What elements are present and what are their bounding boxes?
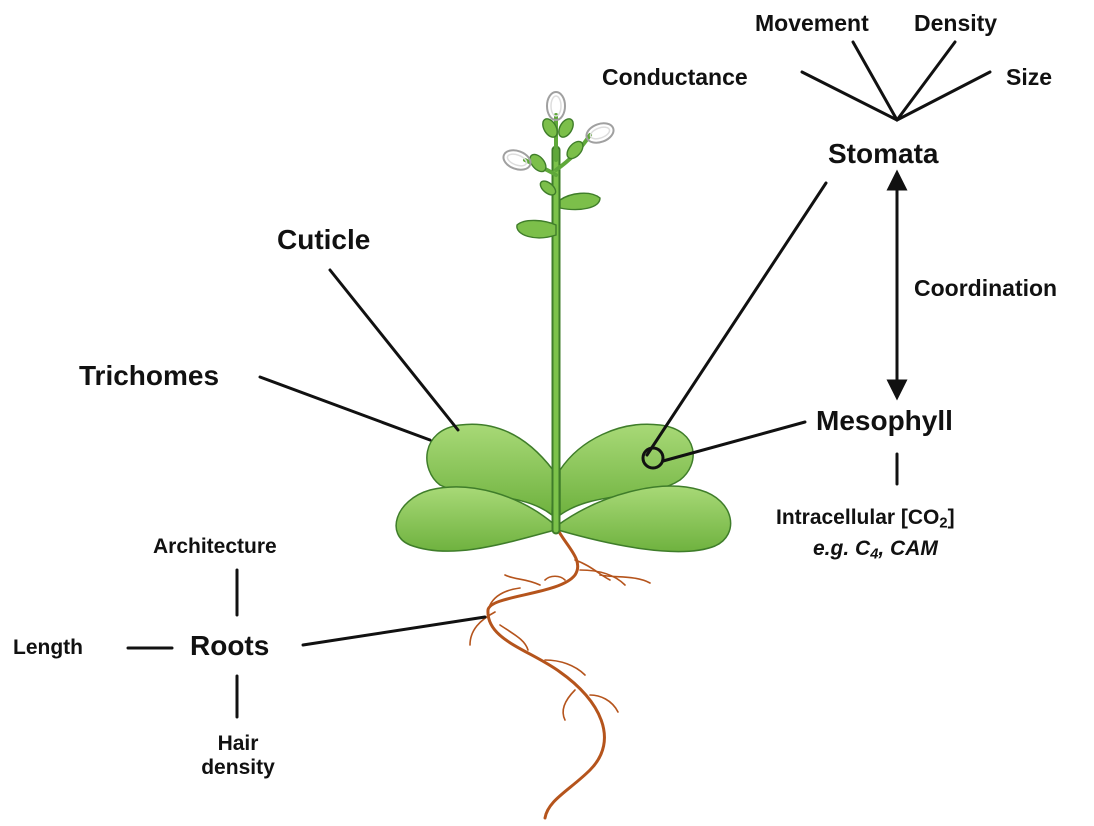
density-line: density xyxy=(200,756,276,780)
co2-subscript: 2 xyxy=(939,516,947,532)
length-label: Length xyxy=(13,636,83,660)
coordination-label: Coordination xyxy=(914,275,1057,302)
cuticle-leader xyxy=(330,270,458,430)
density-label: Density xyxy=(914,10,997,37)
stomata-label: Stomata xyxy=(828,138,938,170)
cuticle-label: Cuticle xyxy=(277,224,370,256)
roots-leader xyxy=(303,617,485,645)
root-branch xyxy=(505,575,540,585)
conductance-label: Conductance xyxy=(602,64,748,91)
main-root xyxy=(488,528,605,818)
root-branch xyxy=(563,690,575,720)
stomata-fan-size xyxy=(897,72,990,120)
intracellular-co2-label: Intracellular [CO2] xyxy=(776,506,955,532)
stomata-fan-density xyxy=(897,42,955,120)
root-branch xyxy=(545,576,565,580)
stomata-leader xyxy=(647,183,826,455)
stem-leaf xyxy=(560,193,600,209)
architecture-label: Architecture xyxy=(153,535,277,559)
size-label: Size xyxy=(1006,64,1052,91)
roots-label: Roots xyxy=(190,630,269,662)
hair-line: Hair xyxy=(200,732,276,756)
stem-leaf xyxy=(517,220,556,237)
cam-text: , CAM xyxy=(878,537,938,560)
mesophyll-label: Mesophyll xyxy=(816,405,953,437)
rosette-leaves xyxy=(396,424,731,551)
photosynthesis-example-label: e.g. C4, CAM xyxy=(813,537,938,563)
hair-density-label: Hair density xyxy=(200,732,276,780)
intracellular-bracket: ] xyxy=(948,506,955,529)
eg-text: e.g. C xyxy=(813,537,870,560)
intracellular-text: Intracellular [CO xyxy=(776,506,939,529)
trichomes-leader xyxy=(260,377,430,440)
movement-label: Movement xyxy=(755,10,869,37)
flower xyxy=(584,120,616,146)
root-system xyxy=(470,528,650,818)
trichomes-label: Trichomes xyxy=(79,360,219,392)
